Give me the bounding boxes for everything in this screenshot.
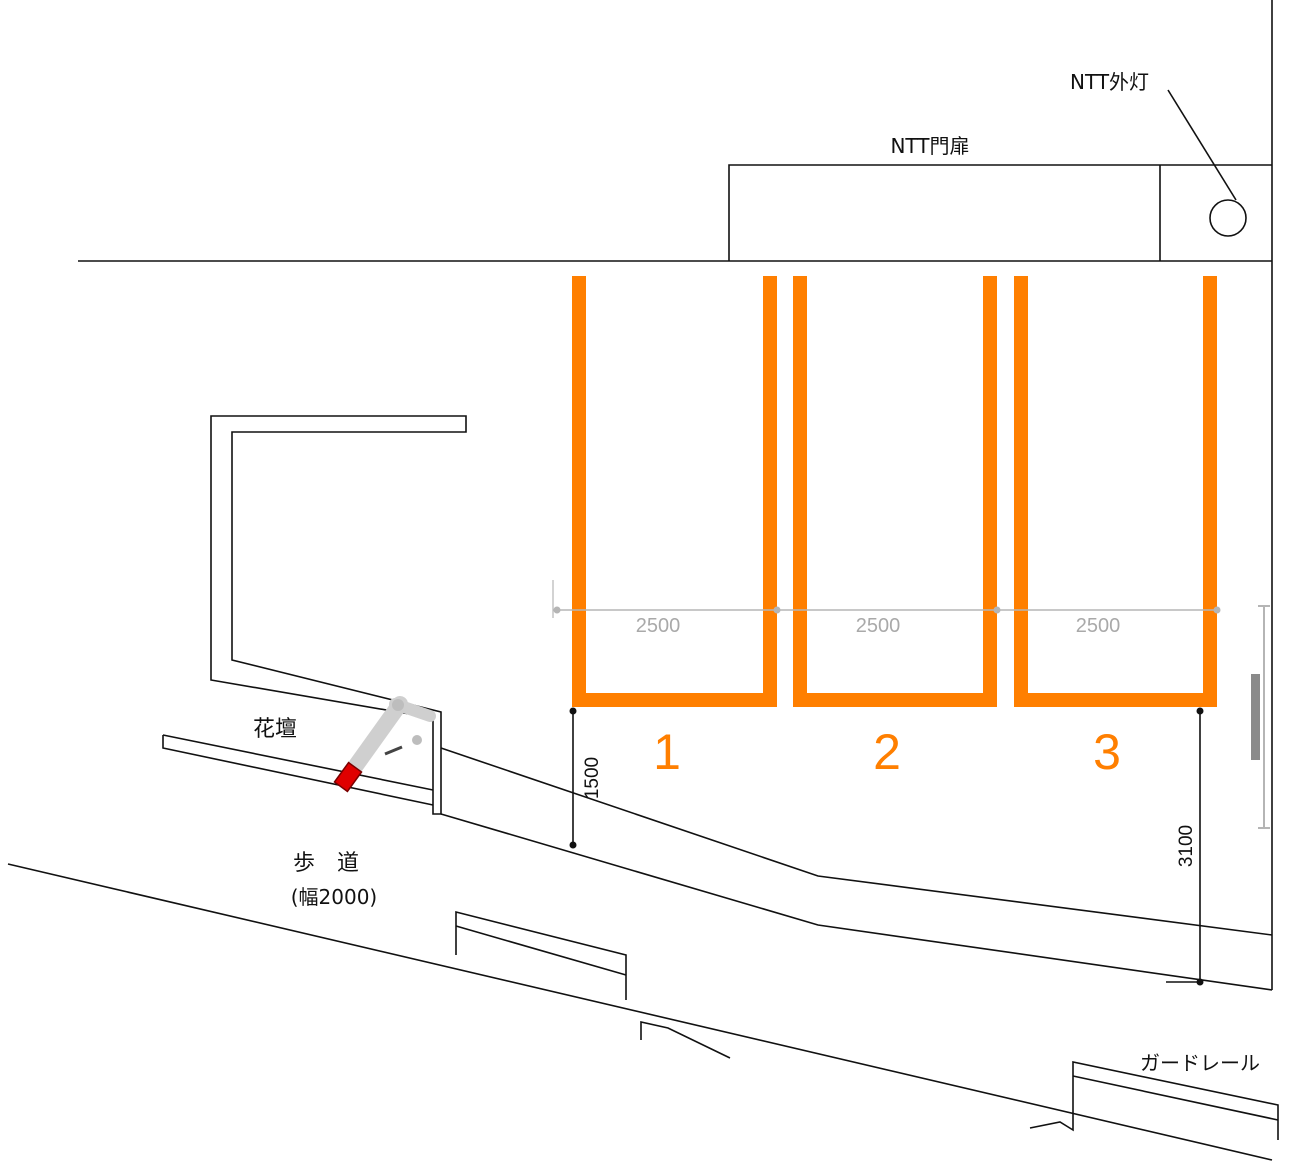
right-edge-block (1251, 674, 1260, 760)
guardrail-right-rail (1072, 1075, 1279, 1121)
flower-bed-inner-edge (162, 734, 434, 791)
red-marker (333, 761, 363, 793)
barrier-pivot (392, 699, 404, 711)
width-dimension-dot (993, 606, 1001, 614)
stall-1-outline (572, 276, 777, 707)
width-dimension: 2500 2500 2500 (552, 580, 1221, 637)
guardrail-right-outline (1029, 1061, 1279, 1140)
guardrail-left-rail (455, 925, 627, 976)
stall-3-width-label: 2500 (1076, 615, 1121, 637)
ntt-light-leader (1167, 89, 1237, 201)
width-dimension-dot (553, 606, 561, 614)
boundary-lines (78, 0, 1273, 990)
sidewalk-label: 歩 道 (293, 851, 359, 876)
ntt-light: NTT外灯 (1070, 70, 1247, 237)
flower-bed: 花壇 (162, 415, 467, 815)
curb-step (640, 1021, 731, 1059)
guardrail-left-outline (455, 910, 627, 1000)
flower-bed-wall (210, 415, 467, 815)
stall-2-width-label: 2500 (856, 615, 901, 637)
left-depth-label: 1500 (582, 757, 603, 799)
stall-number-1: 1 (653, 724, 681, 780)
right-edge-marker (1251, 605, 1270, 829)
width-dimension-dot (1213, 606, 1221, 614)
barrier-arm (333, 696, 436, 793)
stall-number-2: 2 (873, 724, 901, 780)
guardrails: ガードレール (455, 910, 1279, 1140)
ntt-gate-label: NTT門扉 (890, 134, 969, 158)
ntt-gate: NTT門扉 (728, 134, 1272, 261)
stall-3-outline (1014, 276, 1217, 707)
flower-bed-front-edge (162, 735, 434, 806)
stall-numbers: 1 2 3 (653, 724, 1121, 780)
sidewalk-lower-line (440, 813, 1273, 991)
ntt-gate-outline (728, 164, 1272, 261)
depth-dimensions: 1500 3100 (569, 707, 1204, 986)
sidewalk-upper-line (440, 747, 1273, 936)
stall-2-outline (793, 276, 997, 707)
sidewalk-width-label: (幅2000) (291, 885, 378, 909)
sidewalk: 歩 道 (幅2000) (7, 747, 1273, 1161)
flower-bed-label: 花壇 (253, 717, 297, 742)
ntt-light-label: NTT外灯 (1070, 70, 1149, 94)
right-depth-dot-top (1196, 707, 1204, 715)
barrier-knob (412, 735, 422, 745)
width-dimension-dot (773, 606, 781, 614)
right-depth-label: 3100 (1176, 825, 1197, 867)
barrier-latch (384, 745, 403, 756)
parking-stalls (572, 276, 1217, 707)
left-depth-dot-top (569, 707, 577, 715)
barrier-arm-body (339, 696, 408, 786)
stall-number-3: 3 (1093, 724, 1121, 780)
road-edge-line (7, 863, 1273, 1161)
left-depth-dot-bottom (569, 841, 577, 849)
stall-1-width-label: 2500 (636, 615, 681, 637)
ntt-light-icon (1209, 199, 1247, 237)
guardrail-label: ガードレール (1140, 1051, 1260, 1075)
